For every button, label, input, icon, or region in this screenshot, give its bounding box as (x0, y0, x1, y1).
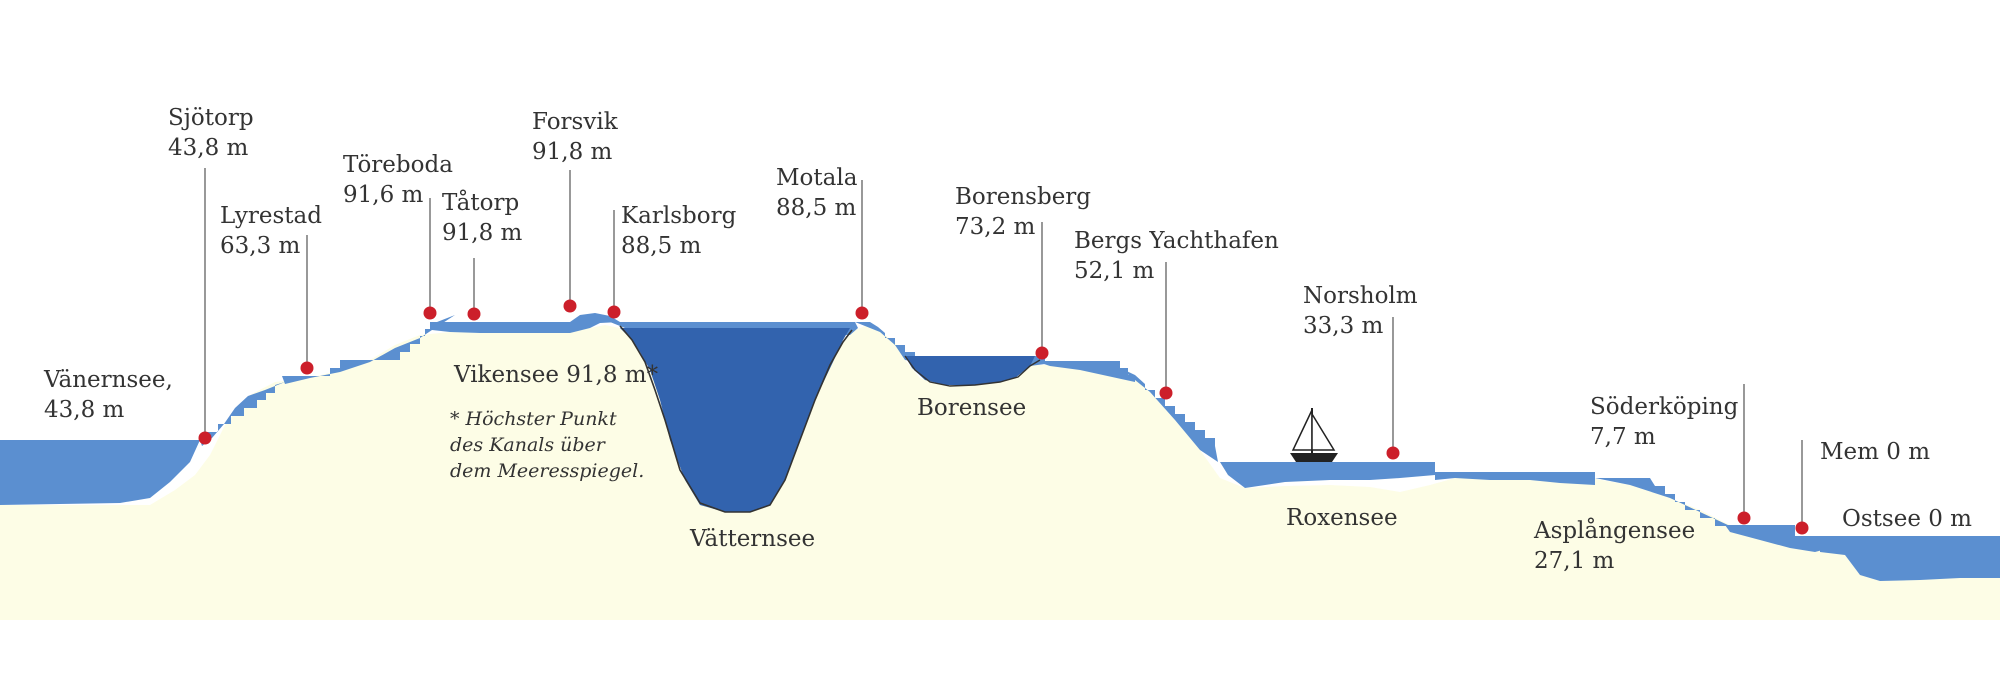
pin-karlsborg (607, 305, 621, 319)
label-mem: Mem 0 m (1820, 439, 1930, 465)
label-soderkoping-name: Söderköping (1590, 394, 1739, 420)
pin-toreboda (423, 306, 437, 320)
pins (204, 168, 1803, 528)
footnote-line-2: des Kanals über (450, 434, 607, 456)
label-lyrestad-height: 63,3 m (220, 233, 301, 259)
label-vanern-name: Vänernsee, (43, 367, 173, 393)
label-borensberg-height: 73,2 m (955, 214, 1036, 240)
label-karlsborg-name: Karlsborg (621, 203, 737, 229)
label-tatorp-name: Tåtorp (442, 189, 519, 216)
label-asplangen-height: 27,1 m (1534, 548, 1615, 574)
label-boren: Borensee (917, 395, 1026, 421)
label-tatorp-height: 91,8 m (442, 220, 523, 246)
label-forsvik-height: 91,8 m (532, 139, 613, 165)
label-borensberg-name: Borensberg (955, 184, 1091, 210)
footnote-line-3: dem Meeresspiegel. (450, 460, 644, 482)
label-vikensee: Vikensee 91,8 m* (453, 362, 659, 388)
label-forsvik-name: Forsvik (532, 109, 619, 135)
pin-tatorp (467, 307, 481, 321)
asplangen-water (1435, 472, 1595, 485)
label-roxen: Roxensee (1286, 505, 1398, 531)
borensberg-canal (1035, 361, 1135, 382)
label-asplangen-name: Asplångensee (1533, 517, 1695, 544)
label-bergs-name: Bergs Yachthafen (1074, 228, 1279, 254)
pin-borensberg (1035, 346, 1049, 360)
lyrestad-water (282, 315, 455, 384)
lock-staircase-east (1595, 478, 1730, 526)
footnote-line-1: * Höchster Punkt (450, 408, 617, 430)
label-motala-height: 88,5 m (776, 195, 857, 221)
station-labels: Sjötorp 43,8 m Lyrestad 63,3 m Töreboda … (168, 105, 1930, 465)
footnote: * Höchster Punkt des Kanals über dem Mee… (450, 408, 644, 482)
label-motala-name: Motala (776, 165, 858, 191)
label-vanern-height: 43,8 m (44, 397, 125, 423)
label-ostsee: Ostsee 0 m (1842, 506, 1972, 532)
vanern-water (0, 440, 200, 505)
lock-staircase-west (200, 382, 285, 446)
pin-bergs (1159, 386, 1173, 400)
vattern-basin (620, 328, 850, 512)
pin-lyrestad (300, 361, 314, 375)
boren-basin (905, 356, 1035, 385)
pin-forsvik (563, 299, 577, 313)
pin-mem (1795, 521, 1809, 535)
motala-steps (855, 322, 917, 362)
mem-pound (1725, 525, 1830, 552)
vattern-outline (619, 325, 853, 513)
pin-norsholm (1386, 446, 1400, 460)
label-sjotorp-height: 43,8 m (168, 135, 249, 161)
pin-motala (855, 306, 869, 320)
label-toreboda-height: 91,6 m (343, 182, 424, 208)
label-lyrestad-name: Lyrestad (220, 203, 322, 229)
deep-lakes (620, 328, 1035, 512)
label-norsholm-name: Norsholm (1303, 283, 1418, 309)
lake-labels: Vänernsee, 43,8 m Vikensee 91,8 m* Vätte… (43, 362, 1972, 574)
boren-outline (904, 355, 1041, 387)
label-toreboda-name: Töreboda (343, 152, 453, 178)
pin-sjotorp (198, 431, 212, 445)
pin-dots (198, 299, 1809, 535)
label-bergs-height: 52,1 m (1074, 258, 1155, 284)
lock-staircase-bergs (1120, 368, 1218, 462)
label-sjotorp-name: Sjötorp (168, 105, 254, 131)
label-karlsborg-height: 88,5 m (621, 233, 702, 259)
sailboat-icon (1290, 408, 1338, 462)
ostsee-water (1820, 536, 2000, 581)
summit-pound (430, 313, 620, 333)
roxen-water (1220, 462, 1435, 488)
label-soderkoping-height: 7,7 m (1590, 424, 1656, 450)
label-norsholm-height: 33,3 m (1303, 313, 1384, 339)
pin-soderkoping (1737, 511, 1751, 525)
label-vattern: Vätternsee (689, 526, 815, 552)
land-profile (0, 325, 2000, 620)
